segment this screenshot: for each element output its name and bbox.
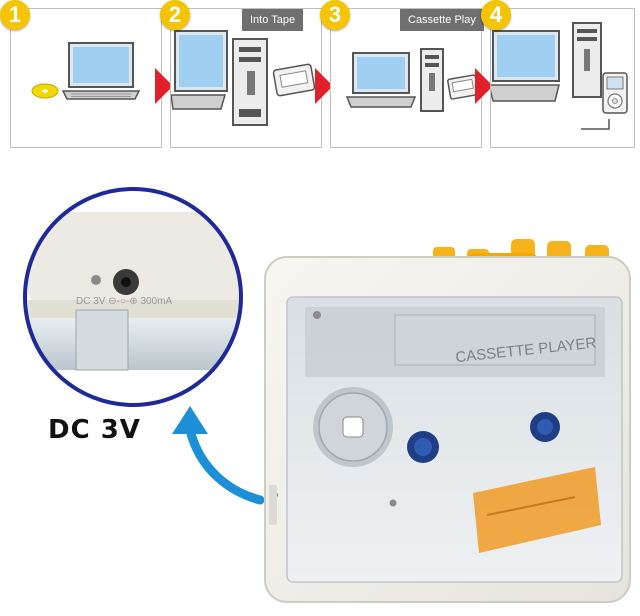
step-panel-1 <box>10 8 162 148</box>
red-arrow-icon <box>315 68 333 104</box>
cassette-player-device: CASSETTE PLAYER <box>264 239 631 603</box>
desktop-tower-icon <box>491 22 610 130</box>
dc-jack-closeup: DC 3V ⊖-○-⊕ 300mA <box>23 187 243 407</box>
ipod-icon <box>602 72 628 114</box>
red-arrow-icon <box>475 68 493 104</box>
step-number-badge: 2 <box>160 0 190 30</box>
step-panel-3 <box>330 8 482 148</box>
step-caption: Into Tape <box>242 9 304 31</box>
step-number-badge: 3 <box>320 0 350 30</box>
power-spec-label: DC 3V <box>48 415 141 445</box>
step-panel-4 <box>490 8 635 148</box>
step-number-badge: 1 <box>0 0 30 30</box>
step-strip: 1 Into Tape 2 <box>0 0 640 155</box>
step-panel-2 <box>170 8 322 148</box>
step-caption: Cassette Play <box>400 9 484 31</box>
laptop-icon <box>61 42 141 100</box>
red-arrow-icon <box>155 68 173 104</box>
curved-arrow-icon <box>172 406 265 505</box>
cassette-player-icon <box>272 63 316 97</box>
dc-jack-label: DC 3V ⊖-○-⊕ 300mA <box>76 296 172 307</box>
desktop-tower-icon <box>171 30 268 126</box>
desktop-tower-icon <box>345 48 444 112</box>
cd-disc-icon <box>31 83 59 99</box>
step-number-badge: 4 <box>481 0 511 30</box>
